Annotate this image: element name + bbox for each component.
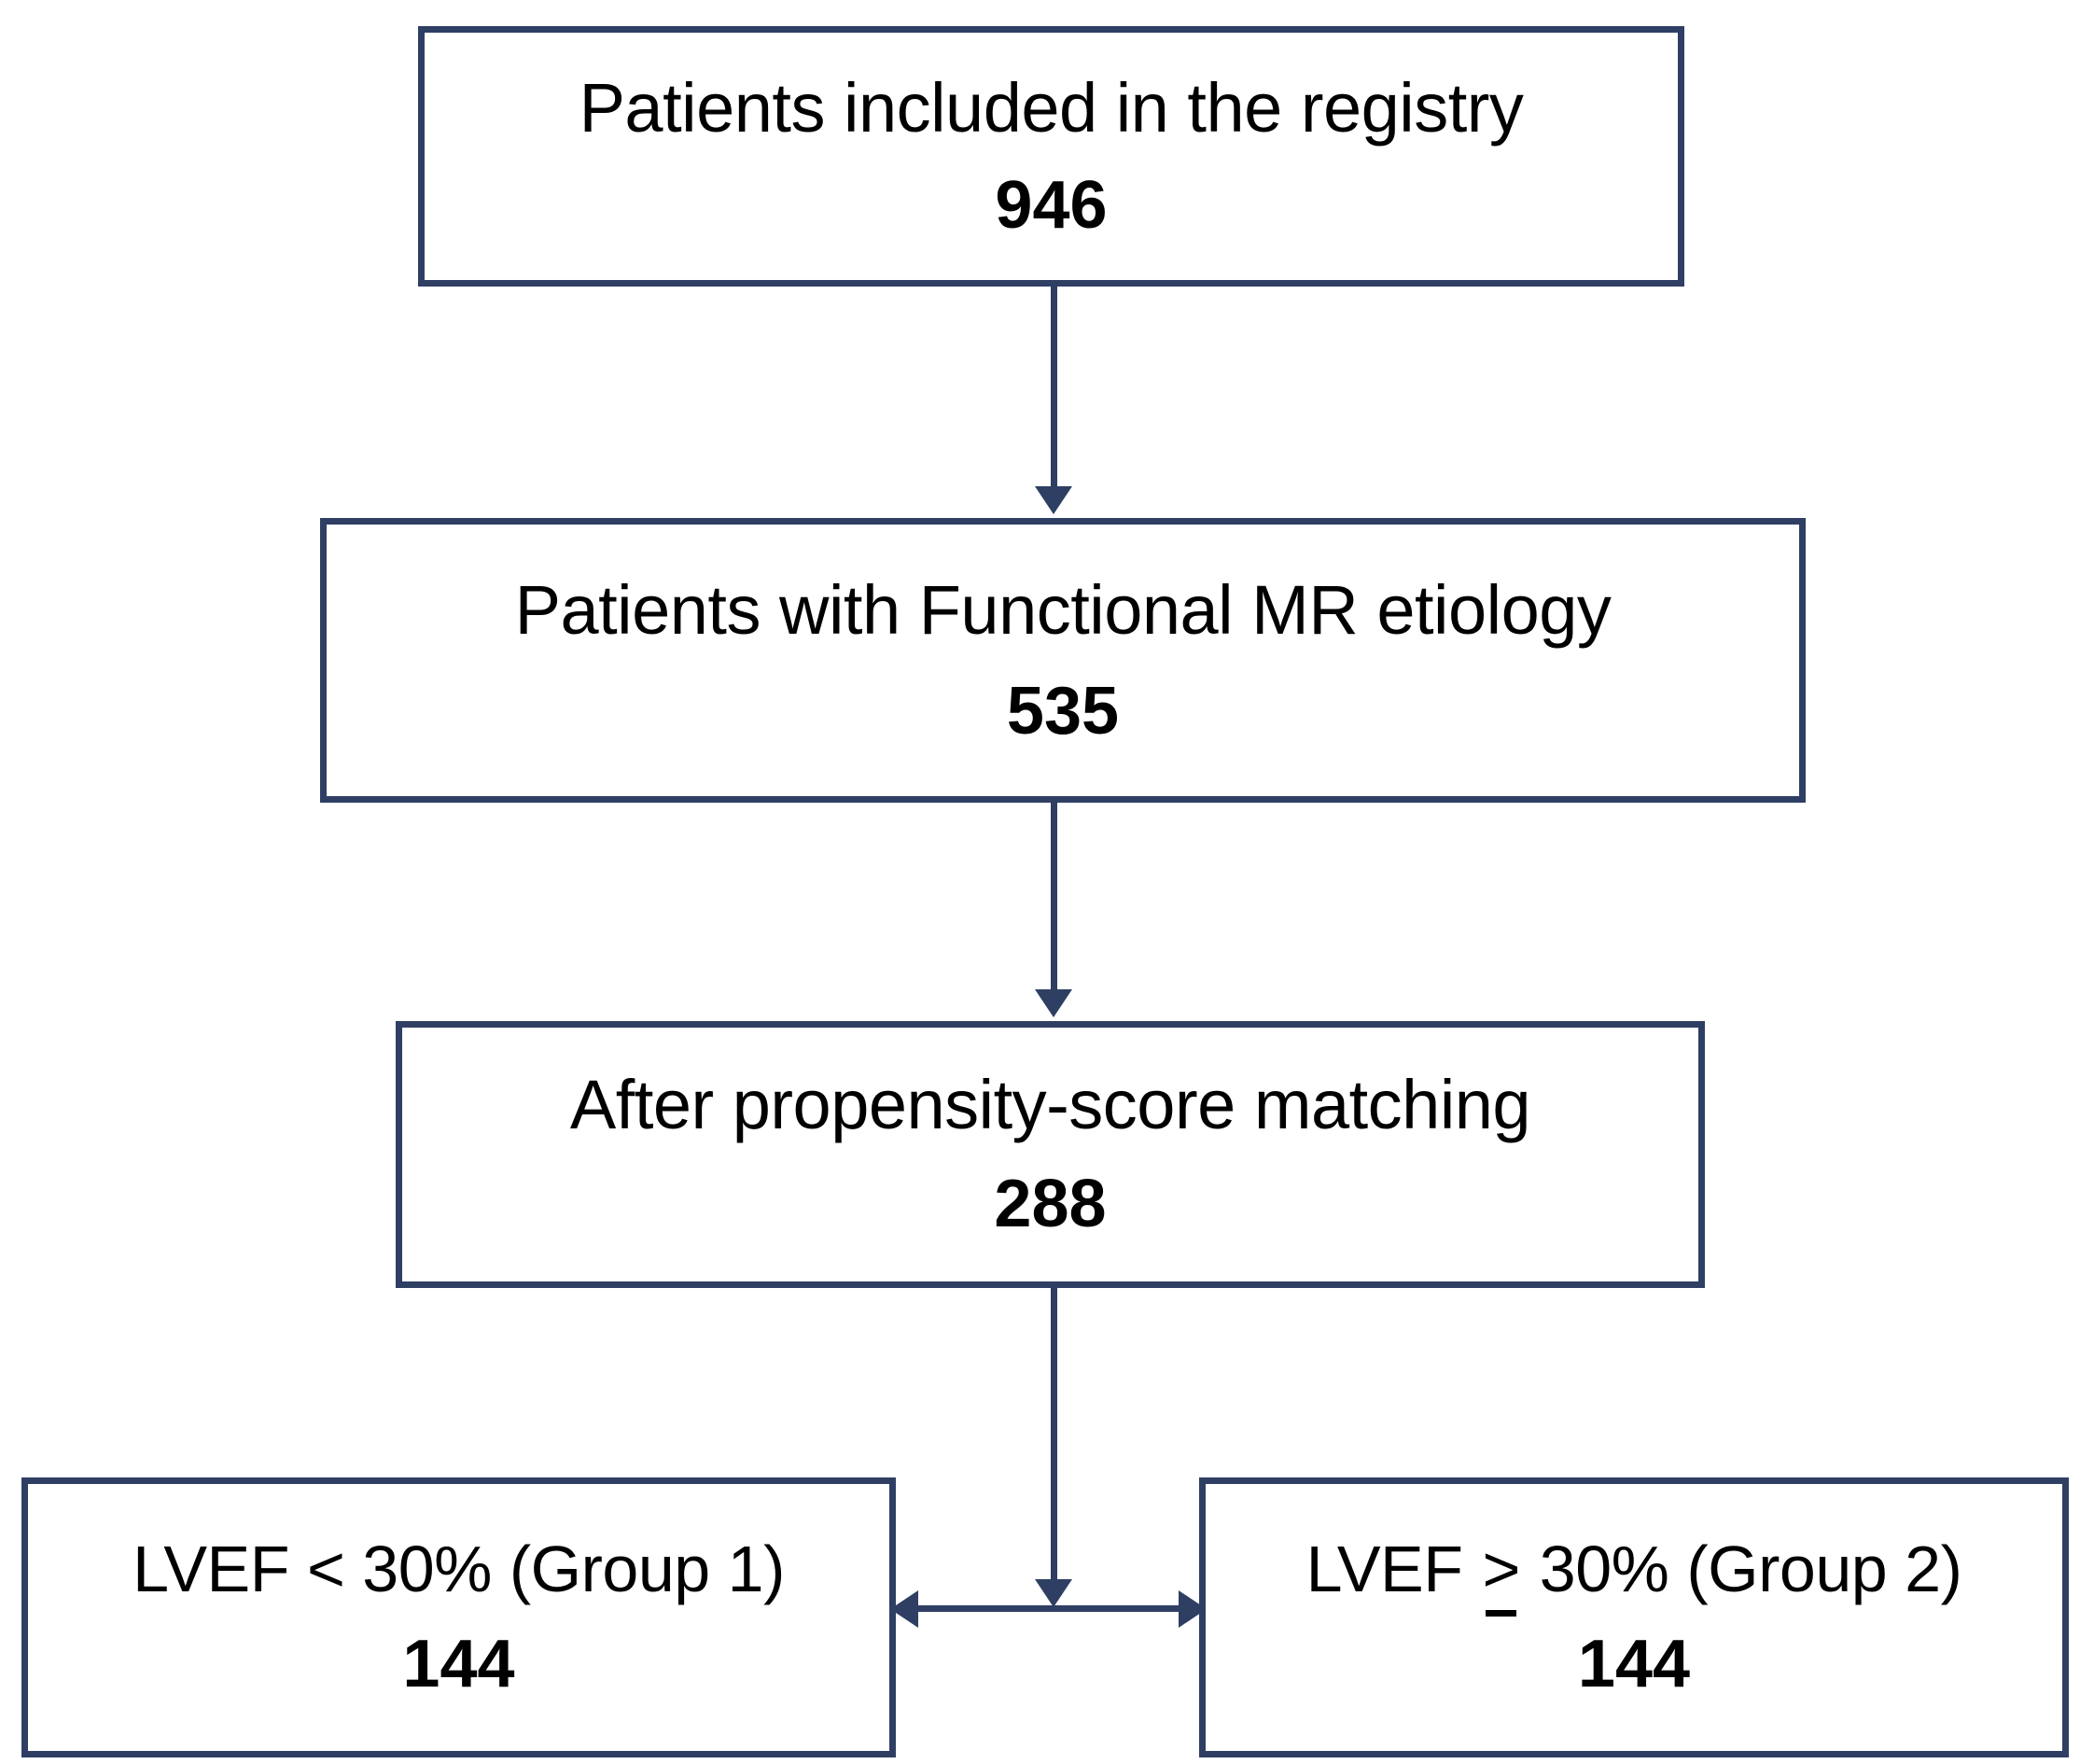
connector-functional-to-matching-line: [1051, 803, 1057, 995]
node-group2-count: 144: [1577, 1626, 1691, 1701]
node-functional-mr: Patients with Functional MR etiology 535: [320, 518, 1806, 803]
connector-registry-to-functional-arrowhead-icon: [1035, 486, 1072, 514]
connector-split-bar: [907, 1605, 1188, 1612]
node-group1-count: 144: [402, 1626, 515, 1701]
node-group2-title-part1: LVEF: [1305, 1533, 1481, 1606]
node-propensity-matching-count: 288: [994, 1167, 1107, 1242]
node-group2-title-part2: 30% (Group 2): [1521, 1533, 1962, 1606]
node-propensity-matching-title: After propensity-score matching: [569, 1066, 1531, 1144]
greater-than-or-equal-icon: >: [1482, 1533, 1520, 1617]
connector-functional-to-matching-arrowhead-icon: [1035, 989, 1072, 1017]
connector-registry-to-functional-line: [1051, 287, 1057, 492]
node-functional-mr-count: 535: [1006, 673, 1120, 749]
node-group1-lvef-below-30: LVEF < 30% (Group 1) 144: [21, 1477, 896, 1757]
connector-matching-to-split-line: [1051, 1288, 1057, 1585]
node-functional-mr-title: Patients with Functional MR etiology: [514, 570, 1612, 649]
node-registry-title: Patients included in the registry: [579, 68, 1524, 147]
node-registry: Patients included in the registry 946: [418, 26, 1684, 287]
node-propensity-matching: After propensity-score matching 288: [396, 1021, 1705, 1288]
node-registry-count: 946: [995, 167, 1108, 243]
node-group2-title: LVEF > 30% (Group 2): [1305, 1533, 1962, 1617]
connector-matching-to-split-arrowhead-icon: [1035, 1579, 1072, 1607]
node-group2-lvef-at-or-above-30: LVEF > 30% (Group 2) 144: [1199, 1477, 2069, 1757]
node-group1-title: LVEF < 30% (Group 1): [133, 1533, 785, 1606]
